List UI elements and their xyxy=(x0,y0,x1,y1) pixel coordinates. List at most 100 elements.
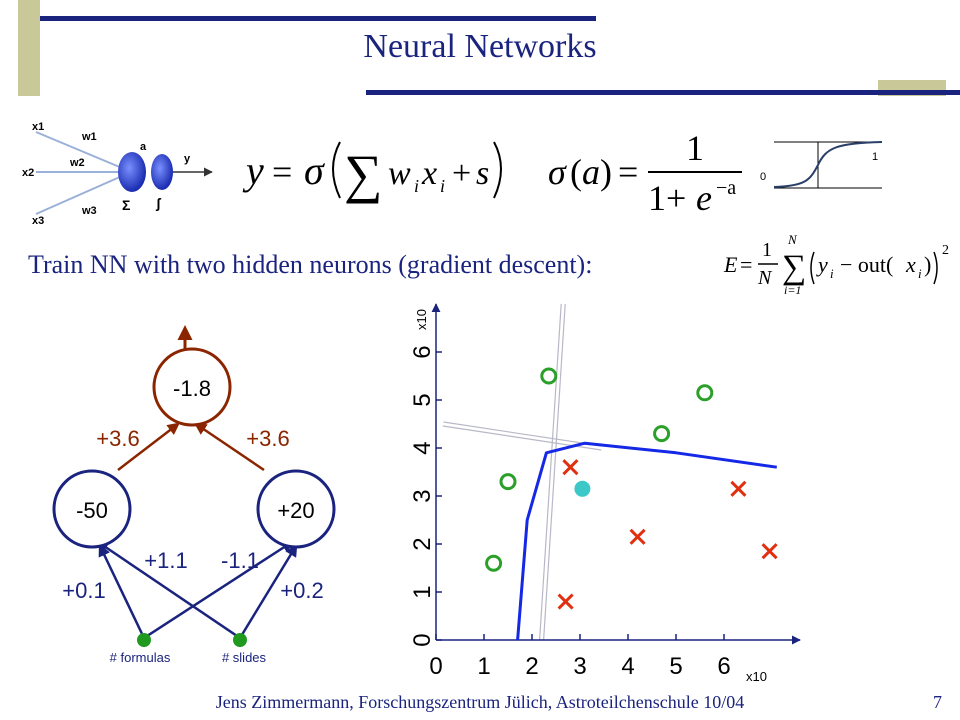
input-line-1 xyxy=(35,131,123,169)
data-point-circle xyxy=(540,367,558,385)
y-tick-label: 1 xyxy=(409,585,436,598)
data-point-cross xyxy=(562,459,579,476)
x-tick-label: 2 xyxy=(525,653,538,680)
svg-text:w: w xyxy=(388,155,411,192)
svg-text:∑: ∑ xyxy=(782,249,806,286)
svg-text:N: N xyxy=(787,232,798,247)
svg-text:): ) xyxy=(600,152,612,192)
weight-out-left: +3.6 xyxy=(96,426,139,451)
output-node xyxy=(152,347,232,427)
svg-text:i: i xyxy=(414,176,419,196)
svg-text:1: 1 xyxy=(762,239,772,261)
x-tick-label: 5 xyxy=(669,653,682,680)
x-tick-label: 6 xyxy=(717,653,730,680)
slide-title: Neural Networks xyxy=(363,28,597,65)
sigmoid-curve xyxy=(773,141,883,188)
y-tick-label: 0 xyxy=(409,633,436,646)
data-point-cross xyxy=(730,480,747,497)
y-tick-label: 5 xyxy=(409,393,436,406)
svg-text:i: i xyxy=(830,266,834,281)
svg-text:i: i xyxy=(918,266,922,281)
decision-boundary xyxy=(516,441,778,641)
weight-in-cross-1: +1.1 xyxy=(144,548,187,573)
data-point-cross xyxy=(629,528,646,545)
edge-hidden-right-output xyxy=(193,422,265,472)
neuron-act-icon xyxy=(151,154,173,190)
network-diagram: -1.8 -50 +20 +3.6 +3.6 +0.1 +1.1 -1.1 +0… xyxy=(52,325,336,665)
svg-text:a: a xyxy=(582,152,600,192)
page-number: 7 xyxy=(933,692,942,712)
svg-text:s: s xyxy=(476,155,489,192)
svg-text:): ) xyxy=(924,252,931,277)
neuron-formula: y = σ ∑ w i x i + s xyxy=(242,141,502,204)
svg-text:=: = xyxy=(740,252,752,277)
data-point-circle xyxy=(653,425,671,443)
input-x3: x3 xyxy=(32,215,44,227)
data-point-circle xyxy=(485,554,503,572)
input-line-3 xyxy=(35,175,123,215)
input-x2: x2 xyxy=(22,167,34,179)
x-multiplier-label: x10 xyxy=(746,669,767,684)
edge-in-left-hidden-right xyxy=(143,540,295,640)
svg-text:+: + xyxy=(452,155,471,192)
weight-out-right: +3.6 xyxy=(246,426,289,451)
x-tick-label: 3 xyxy=(573,653,586,680)
deco-olive-bar-left xyxy=(18,0,40,96)
data-point-circle xyxy=(499,473,517,491)
svg-text:1+: 1+ xyxy=(648,178,686,218)
data-point-cross xyxy=(557,593,574,610)
guide-line xyxy=(443,421,602,447)
x-tick-label: 1 xyxy=(477,653,490,680)
y-tick-label: 2 xyxy=(409,537,436,550)
svg-text:=: = xyxy=(618,152,638,192)
input-x1: x1 xyxy=(32,121,44,133)
edge-in-right-hidden-right xyxy=(238,543,298,639)
svg-text:x: x xyxy=(421,155,437,192)
sigmoid-label-0: 0 xyxy=(760,171,766,183)
hidden-left-value: -50 xyxy=(76,498,108,523)
svg-text:=: = xyxy=(272,152,292,192)
y-tick-label: 3 xyxy=(409,489,436,502)
weight-in-rr: +0.2 xyxy=(280,578,323,603)
svg-text:− out(: − out( xyxy=(840,252,893,277)
sigmoid-plot: 0 1 xyxy=(760,141,883,189)
weight-w1: w1 xyxy=(81,131,97,143)
svg-text:−a: −a xyxy=(716,177,736,199)
svg-text:1: 1 xyxy=(686,128,704,168)
x-tick-label: 0 xyxy=(429,653,442,680)
weight-w2: w2 xyxy=(69,157,85,169)
svg-text:2: 2 xyxy=(942,243,949,258)
neuron-sum-icon xyxy=(118,152,146,192)
slide-subtitle: Train NN with two hidden neurons (gradie… xyxy=(28,250,593,279)
svg-text:σ: σ xyxy=(548,152,567,192)
guide-line xyxy=(539,303,562,640)
sum-symbol: Σ xyxy=(122,197,130,213)
input-node-formulas xyxy=(137,633,151,647)
hidden-right-value: +20 xyxy=(277,498,314,523)
svg-text:∑: ∑ xyxy=(344,144,383,204)
x-tick-label: 4 xyxy=(621,653,634,680)
guide-line xyxy=(542,304,566,641)
svg-text:E: E xyxy=(723,252,738,277)
deco-navy-bar-right xyxy=(366,90,960,95)
svg-text:σ: σ xyxy=(304,148,325,193)
edge-hidden-left-output xyxy=(117,422,180,471)
y-multiplier-label: x10 xyxy=(414,309,429,330)
data-point-circle xyxy=(696,384,714,402)
data-point-cross xyxy=(761,543,778,560)
hidden-node-left xyxy=(52,469,132,549)
svg-text:y: y xyxy=(242,148,264,193)
weight-w3: w3 xyxy=(81,205,97,217)
svg-text:e: e xyxy=(696,178,712,218)
hidden-node-right xyxy=(256,469,336,549)
svg-text:N: N xyxy=(757,267,773,289)
output-label: y xyxy=(184,153,191,165)
deco-navy-bar-top xyxy=(40,16,596,21)
slide-footer: Jens Zimmermann, Forschungszentrum Jülic… xyxy=(215,692,745,712)
weight-in-ll: +0.1 xyxy=(62,578,105,603)
sigmoid-formula: σ ( a ) = 1 1+ e −a xyxy=(548,128,742,218)
input-label-formulas: # formulas xyxy=(110,650,171,665)
sigmoid-label-1: 1 xyxy=(872,151,878,163)
activation-label: a xyxy=(140,141,147,153)
